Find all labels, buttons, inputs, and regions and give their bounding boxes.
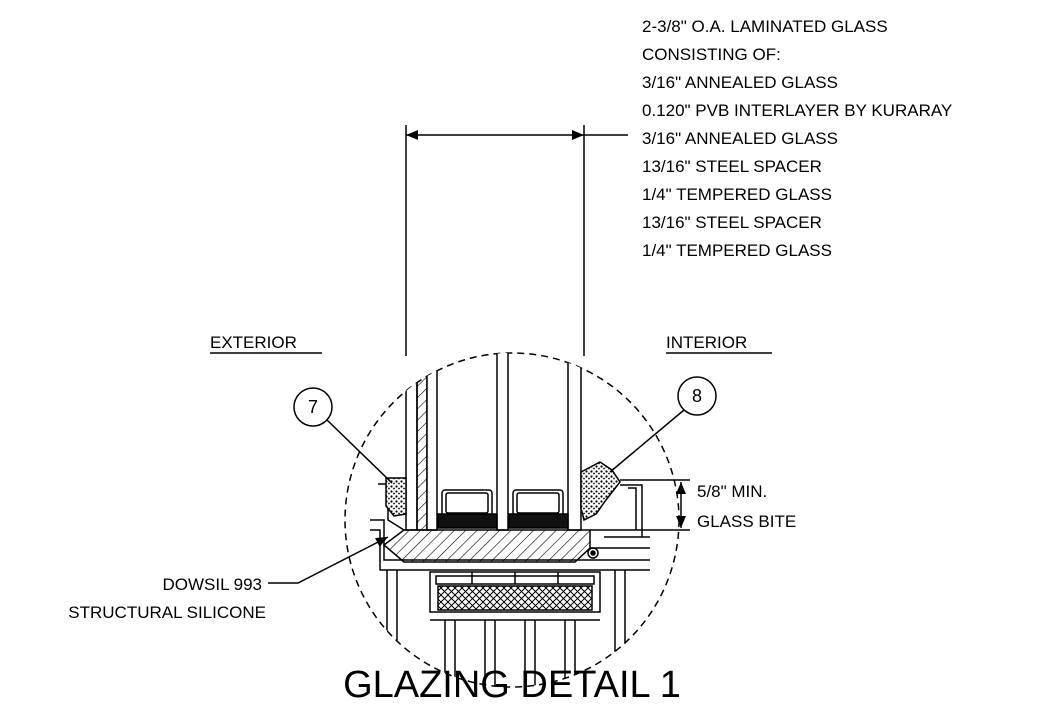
interior-label: INTERIOR xyxy=(666,333,747,352)
callout-8-leader xyxy=(609,409,685,473)
pvb-interlayer xyxy=(416,353,428,531)
callout-8-bubble xyxy=(677,376,717,416)
steel-spacer-2-seal xyxy=(508,513,569,529)
glass-lites xyxy=(405,353,582,531)
callout-7: 7 xyxy=(293,387,393,484)
silicone-leader xyxy=(268,536,389,584)
steel-spacer-1-body xyxy=(445,492,489,514)
silicone-label-line-1: DOWSIL 993 xyxy=(162,575,262,594)
glass-spec-line: 3/16" ANNEALED GLASS xyxy=(642,73,838,92)
glass-spec-line: 0.120" PVB INTERLAYER BY KURARAY xyxy=(642,101,952,120)
glass-spec-line: 13/16" STEEL SPACER xyxy=(642,157,822,176)
steel-spacer-1-seal xyxy=(437,513,498,529)
glass-bite-dimension xyxy=(590,479,690,531)
tempered-glass-middle xyxy=(496,353,509,531)
exterior-gasket xyxy=(385,477,407,517)
structural-silicone-block xyxy=(382,529,591,563)
glass-spec-line: 3/16" ANNEALED GLASS xyxy=(642,129,838,148)
annealed-glass-outer xyxy=(405,353,418,531)
callout-7-number: 7 xyxy=(308,397,318,417)
glass-spec-line: 2-3/8" O.A. LAMINATED GLASS xyxy=(642,17,888,36)
steel-spacers xyxy=(437,489,569,529)
detail-title: GLAZING DETAIL 1 xyxy=(343,664,681,705)
glass-spec-list: 2-3/8" O.A. LAMINATED GLASS CONSISTING O… xyxy=(642,17,952,260)
exterior-label: EXTERIOR xyxy=(210,333,297,352)
steel-spacer-2-body xyxy=(516,492,560,514)
section-contents xyxy=(370,353,650,687)
callout-8-number: 8 xyxy=(692,386,702,406)
overall-dimension xyxy=(405,125,628,356)
glass-bite-line-2: GLASS BITE xyxy=(697,512,796,531)
callout-7-bubble xyxy=(293,387,333,427)
glass-spec-line: 1/4" TEMPERED GLASS xyxy=(642,185,832,204)
silicone-label-line-2: STRUCTURAL SILICONE xyxy=(68,603,266,622)
glass-bite-line-1: 5/8" MIN. xyxy=(697,482,767,501)
interior-gasket xyxy=(580,461,621,522)
tempered-glass-inner xyxy=(567,353,582,531)
glass-spec-line: 13/16" STEEL SPACER xyxy=(642,213,822,232)
glass-spec-line: CONSISTING OF: xyxy=(642,45,781,64)
callout-7-leader xyxy=(326,419,393,484)
glass-spec-line: 1/4" TEMPERED GLASS xyxy=(642,241,832,260)
callout-8: 8 xyxy=(609,376,717,473)
frame-profile xyxy=(370,483,650,687)
annealed-glass-inner xyxy=(426,353,438,531)
